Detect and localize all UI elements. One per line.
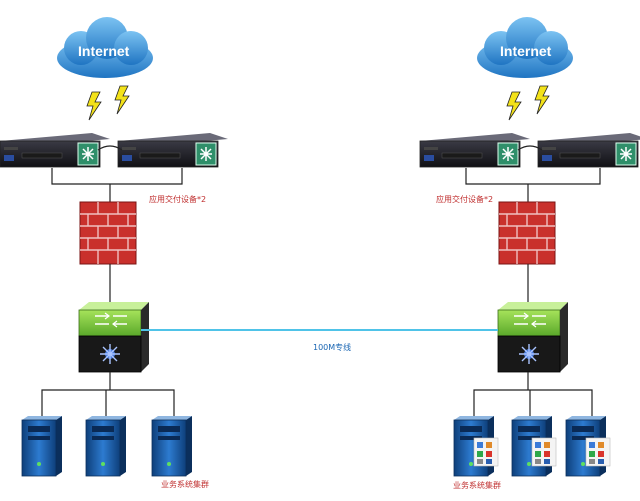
right-adc-label: 应用交付设备*2 (436, 195, 494, 204)
app-icons-panel (473, 437, 499, 467)
left-cluster-label: 业务系统集群 (161, 480, 209, 489)
core-switch-icon (497, 301, 569, 373)
left-adc-label: 应用交付设备*2 (149, 195, 207, 204)
adc-appliance-icon (419, 132, 531, 168)
adc-appliance-icon (537, 132, 640, 168)
core-switch-icon (78, 301, 150, 373)
firewall-icon (79, 201, 137, 265)
right-site (419, 17, 640, 477)
dedicated-line-label: 100M专线 (313, 343, 352, 352)
server-icon (85, 415, 127, 477)
lightning-icon (506, 91, 522, 121)
adc-appliance-icon (117, 132, 229, 168)
server-icon (21, 415, 63, 477)
lightning-icon (86, 91, 102, 121)
adc-appliance-icon (0, 132, 111, 168)
lightning-icon (534, 85, 550, 115)
left-cloud-label: Internet (78, 43, 130, 59)
firewall-icon (498, 201, 556, 265)
left-site (0, 17, 229, 477)
lightning-icon (114, 85, 130, 115)
app-icons-panel (585, 437, 611, 467)
server-icon (151, 415, 193, 477)
right-cluster-label: 业务系统集群 (453, 481, 501, 490)
right-cloud-label: Internet (500, 43, 552, 59)
app-icons-panel (531, 437, 557, 467)
